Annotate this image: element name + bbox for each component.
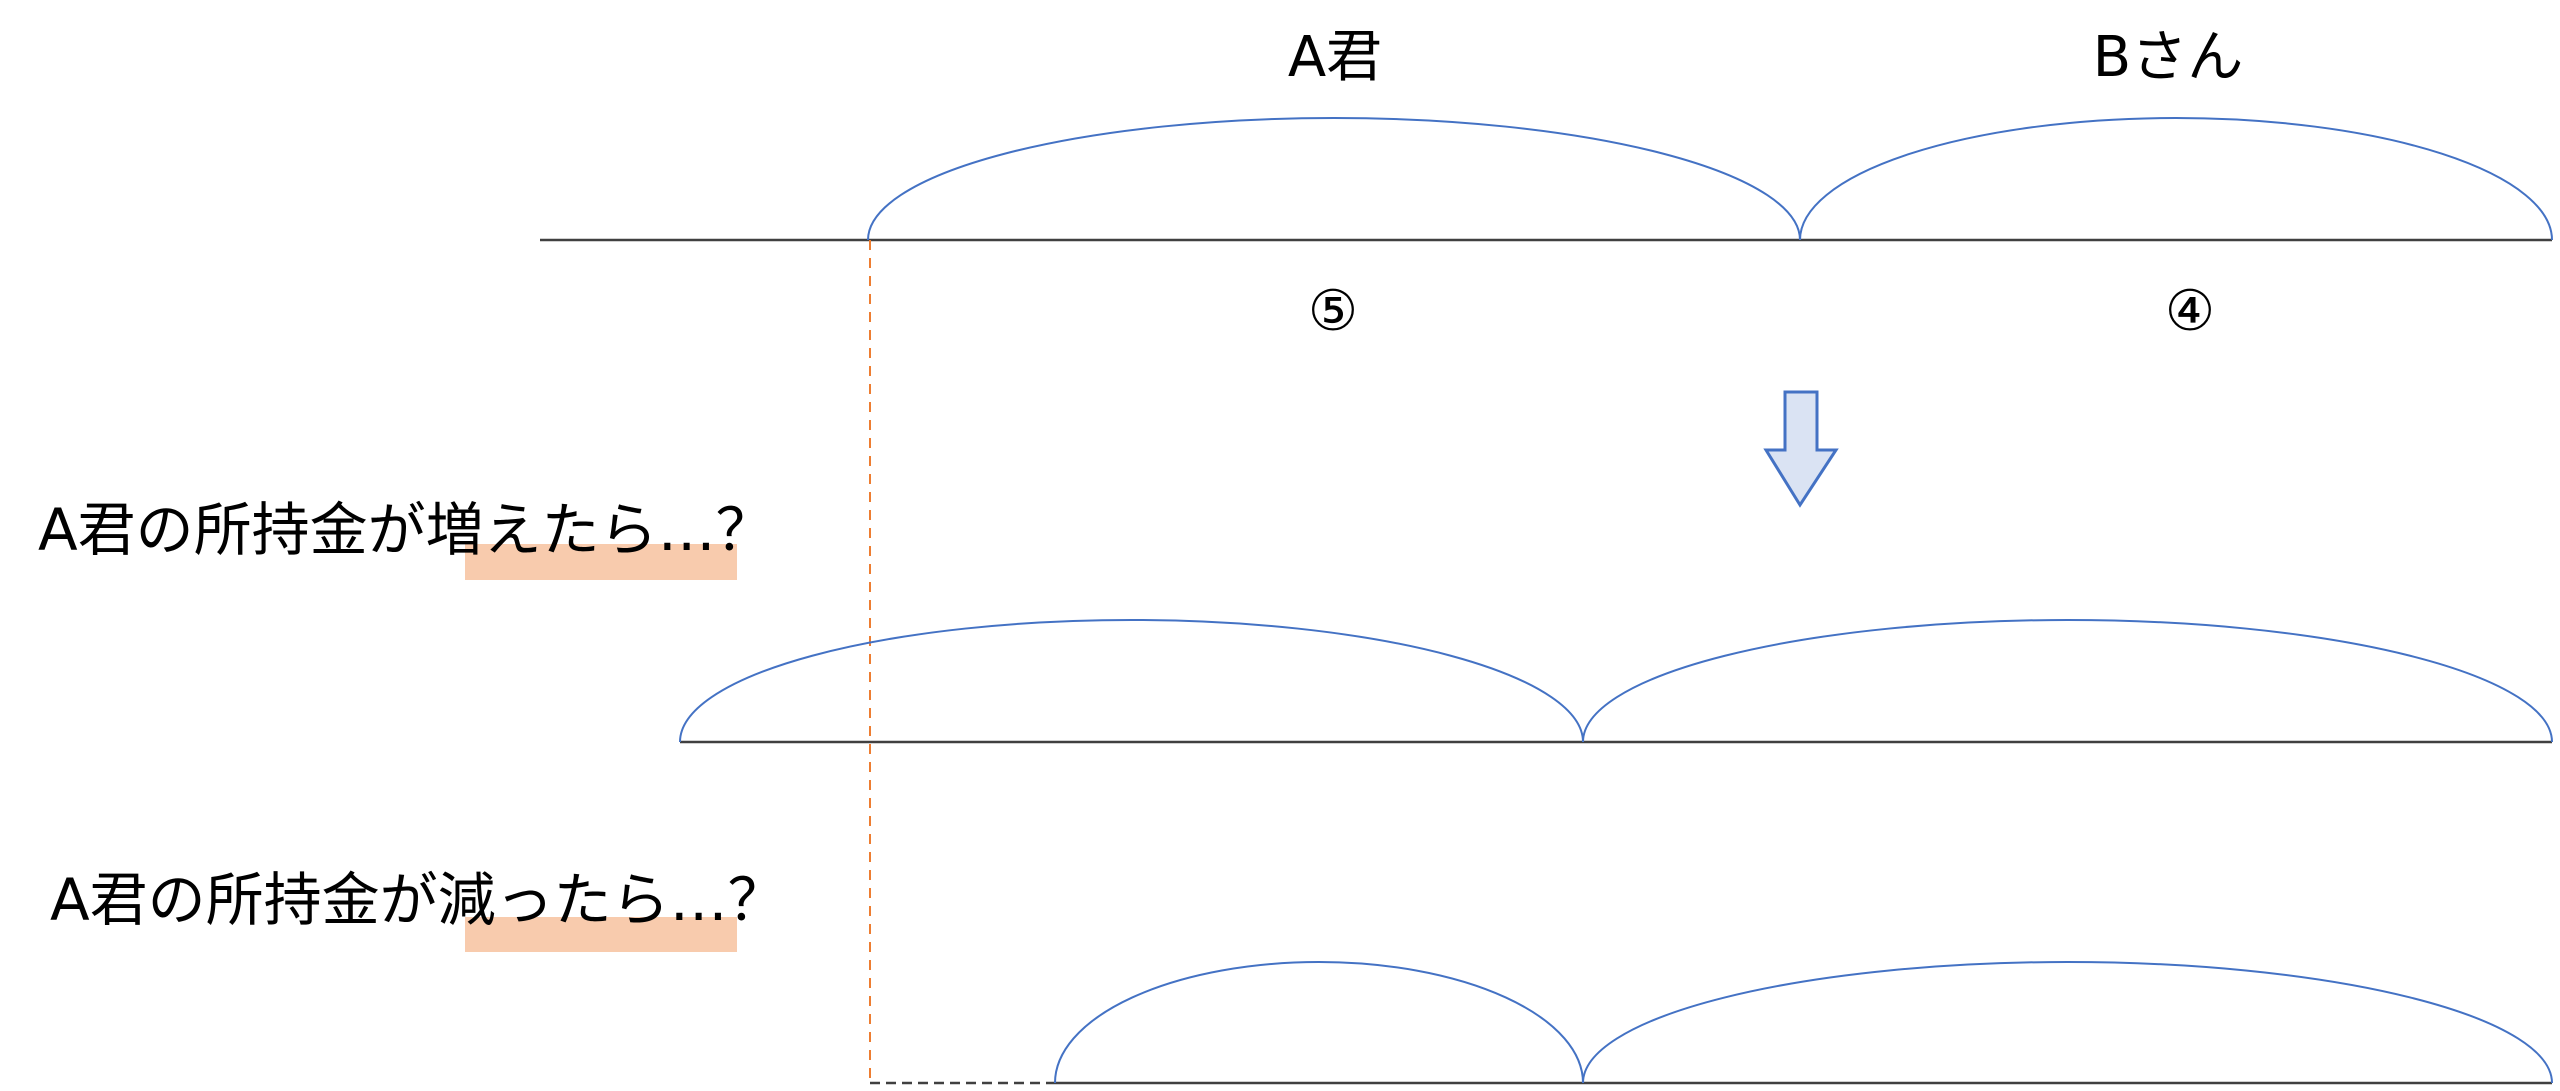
- question-decrease: A君の所持金が減ったら…？: [50, 866, 786, 934]
- brace-b-original: [1799, 117, 2553, 241]
- question-increase: A君の所持金が増えたら…？: [38, 496, 774, 564]
- brace-a-increase: [679, 619, 1584, 743]
- label-b: Bさん: [2093, 25, 2243, 90]
- label-a: A君: [1288, 25, 1382, 90]
- brace-a-original: [867, 117, 1801, 241]
- ratio-a: ⑤: [1308, 279, 1358, 344]
- highlight-decrease: [465, 917, 737, 952]
- highlight-increase: [465, 544, 737, 580]
- down-arrow-icon: [1763, 390, 1839, 508]
- brace-b-increase: [1582, 619, 2553, 743]
- brace-a-decrease: [1054, 961, 1584, 1084]
- brace-b-decrease: [1582, 961, 2553, 1084]
- ratio-b: ④: [2165, 279, 2215, 344]
